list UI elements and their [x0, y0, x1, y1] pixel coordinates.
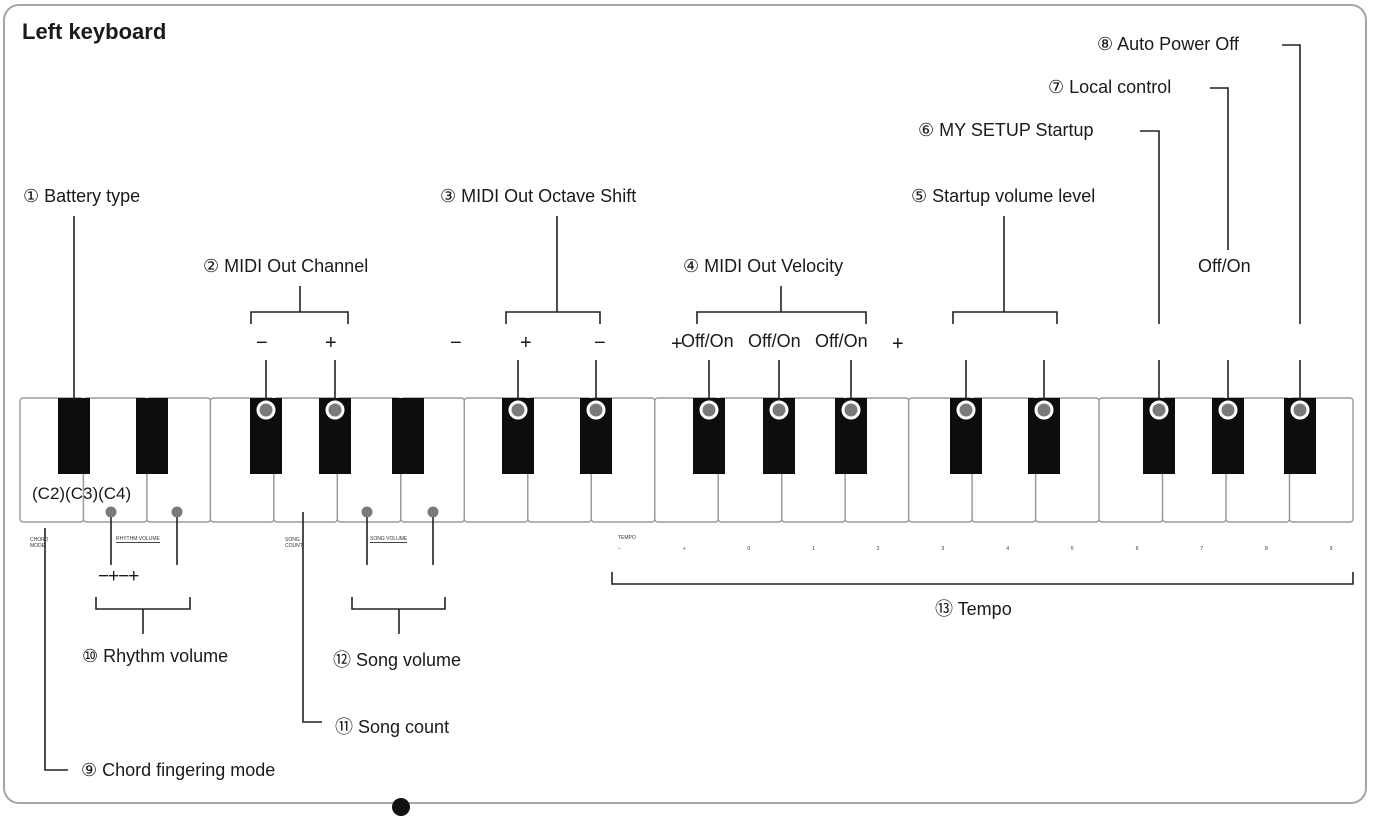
velocity-plus-left: +: [671, 333, 683, 355]
channel-minus: −: [256, 332, 268, 354]
rhythm-volume-label: ⑩ Rhythm volume: [82, 646, 229, 666]
page-title: Left keyboard: [22, 19, 167, 44]
black-key: [58, 398, 90, 474]
key-markers: [256, 400, 1310, 420]
key-marker: [325, 400, 345, 420]
key-marker: [1034, 400, 1054, 420]
panel-tempo: TEMPO: [618, 535, 636, 541]
octave-plus: +: [520, 332, 532, 354]
key-marker: [1290, 400, 1310, 420]
key-marker: [769, 400, 789, 420]
tempo-key-label: 9: [1329, 546, 1333, 552]
tempo-key-label: 2: [876, 546, 880, 552]
tempo-key-label: 7: [1200, 546, 1204, 552]
key-marker: [586, 400, 606, 420]
tempo-key-label: 5: [1070, 546, 1074, 552]
diagram-frame: [3, 4, 1367, 804]
song-count-label: ⑪ Song count: [335, 717, 450, 737]
auto-power-off-label: ⑧ Auto Power Off: [1097, 34, 1239, 54]
rhythm-volume-signs: −+−+: [98, 566, 139, 587]
black-key: [392, 398, 424, 474]
bottom-marker: [105, 506, 117, 518]
midi-velocity-label: ④ MIDI Out Velocity: [683, 256, 844, 276]
velocity-off-on-2: Off/On: [748, 331, 801, 351]
connector-lines: [44, 44, 1354, 771]
channel-plus: +: [325, 332, 337, 354]
tempo-key-label: 6: [1135, 546, 1139, 552]
my-setup-startup-label: ⑥ MY SETUP Startup: [918, 120, 1094, 140]
key-marker: [956, 400, 976, 420]
black-key: [136, 398, 168, 474]
midi-octave-shift-label: ③ MIDI Out Octave Shift: [440, 186, 637, 206]
tempo-key-label: 3: [941, 546, 945, 552]
tempo-key-label: −: [618, 546, 621, 552]
panel-song-volume: SONG VOLUME: [370, 536, 408, 543]
battery-type-label: ① Battery type: [23, 186, 141, 206]
panel-song-count: SONG COUNT: [285, 537, 303, 549]
chord-fingering-mode-label: ⑨ Chord fingering mode: [81, 760, 276, 780]
bottom-key-markers: [105, 506, 439, 518]
tempo-key-label: 8: [1265, 546, 1268, 552]
chord-notes: (C2)(C3)(C4): [32, 484, 132, 503]
tempo-key-label: 4: [1006, 546, 1009, 552]
bottom-marker: [361, 506, 373, 518]
local-control-off-on: Off/On: [1198, 256, 1251, 276]
startup-volume-label: ⑤ Startup volume level: [911, 186, 1096, 206]
midi-out-channel-label: ② MIDI Out Channel: [203, 256, 369, 276]
key-marker: [841, 400, 861, 420]
tempo-label: ⑬ Tempo: [935, 599, 1012, 619]
song-volume-label: ⑫ Song volume: [333, 650, 462, 670]
top-stems: [265, 360, 1301, 402]
tempo-key-label: 0: [747, 546, 751, 552]
bottom-dot: [392, 798, 410, 816]
octave-minus: −: [594, 332, 606, 354]
octave-minus-left: −: [450, 332, 462, 354]
panel-rhythm-volume: RHYTHM VOLUME: [116, 536, 160, 543]
tempo-key-label: +: [682, 546, 686, 552]
tempo-key-label: 1: [812, 546, 815, 552]
velocity-off-on-3: Off/On: [815, 331, 868, 351]
local-control-label: ⑦ Local control: [1048, 77, 1172, 97]
bottom-marker: [427, 506, 439, 518]
key-marker: [1149, 400, 1169, 420]
key-marker: [508, 400, 528, 420]
panel-chord-mode: CHORD MODE: [30, 537, 49, 549]
key-marker: [256, 400, 276, 420]
key-marker: [699, 400, 719, 420]
velocity-off-on-1: Off/On: [681, 331, 734, 351]
velocity-plus-right: +: [892, 333, 904, 355]
key-marker: [1218, 400, 1238, 420]
bottom-marker: [171, 506, 183, 518]
